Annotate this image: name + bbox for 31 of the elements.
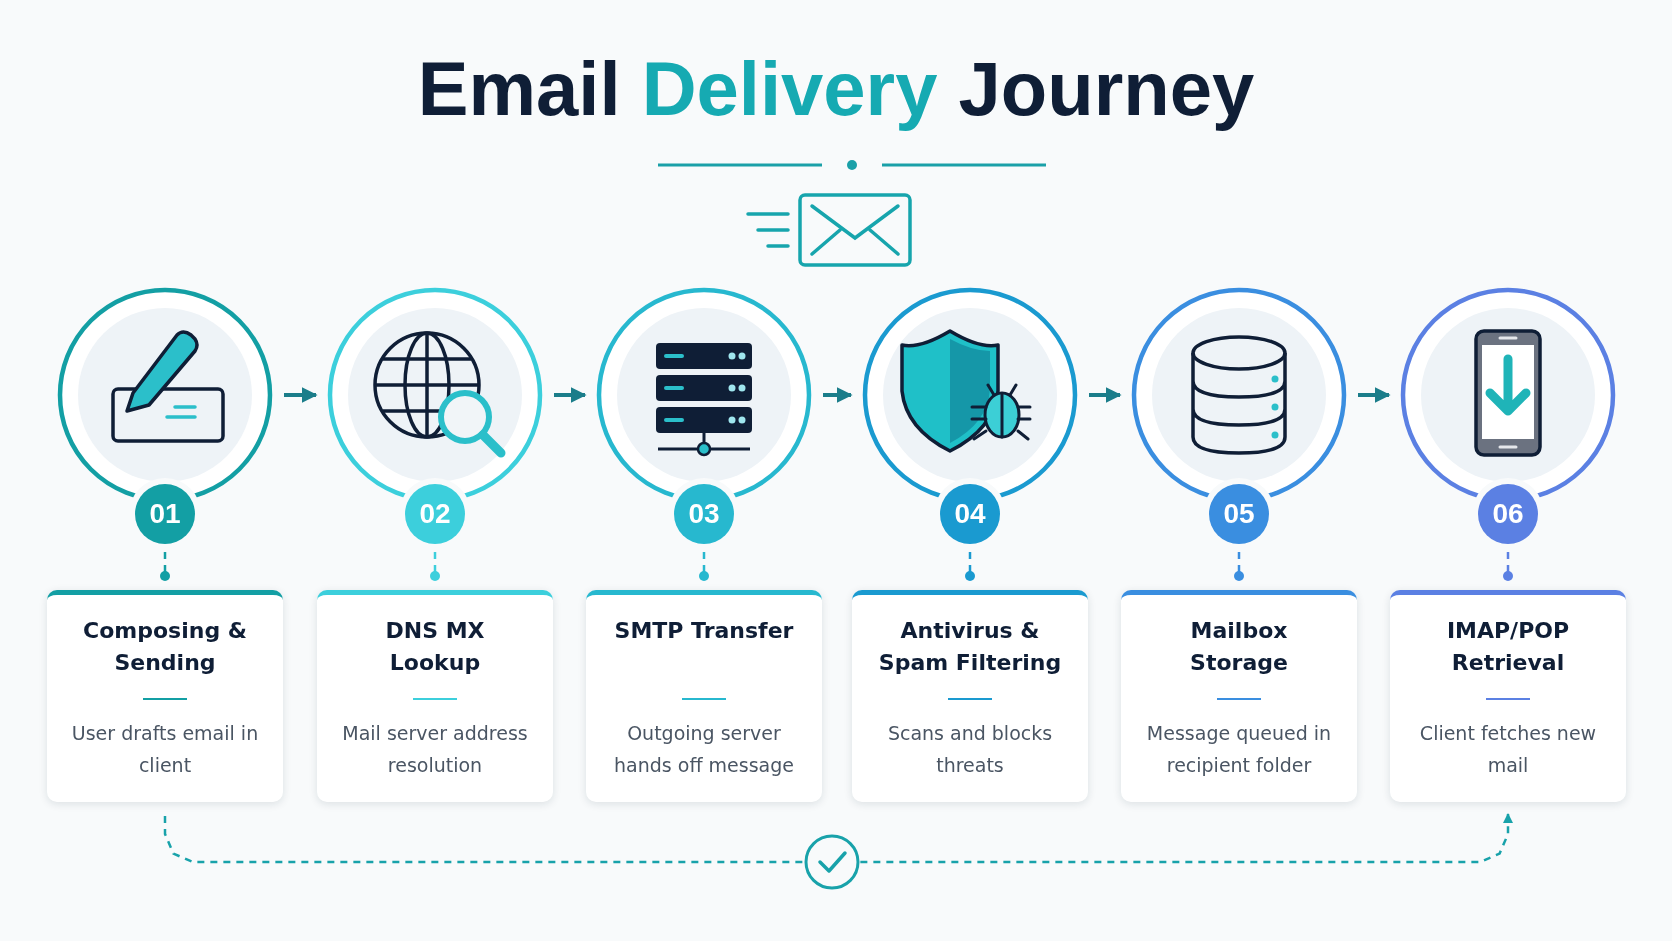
dotted-connector [965,552,975,581]
step-card [586,590,822,802]
dotted-connector [1503,552,1513,581]
dotted-connector [699,552,709,581]
step-title: DNS MX Lookup [385,618,485,675]
step-card [852,590,1088,802]
step-description: Mail server address resolution [342,722,528,776]
dotted-connector [430,552,440,581]
step-description: User drafts email in client [71,722,259,776]
arrow [1089,387,1122,403]
step-title: SMTP Transfer [614,618,794,643]
dotted-connector [1234,552,1244,581]
step-card [47,590,283,802]
step-title: Antivirus & Spam Filtering [878,618,1062,675]
arrow [284,387,318,403]
arrow [163,813,1513,864]
dotted-connector [160,552,170,581]
step-description: Message queued in recipient folder [1146,722,1332,776]
step-card [1390,590,1626,802]
step-description: Client fetches new mail [1419,722,1597,776]
title: Email Delivery Journey [417,46,1255,131]
step-title: Mailbox Storage [1190,618,1288,675]
step-title: Composing & Sending [83,618,247,675]
arrow [554,387,587,403]
step-card [1121,590,1357,802]
step-title: IMAP/POP Retrieval [1446,618,1570,675]
step-description: Scans and blocks threats [887,722,1053,776]
arrow [1358,387,1391,403]
arrow [823,387,853,403]
step-description: Outgoing server hands off message [614,722,794,776]
step-card [317,590,553,802]
